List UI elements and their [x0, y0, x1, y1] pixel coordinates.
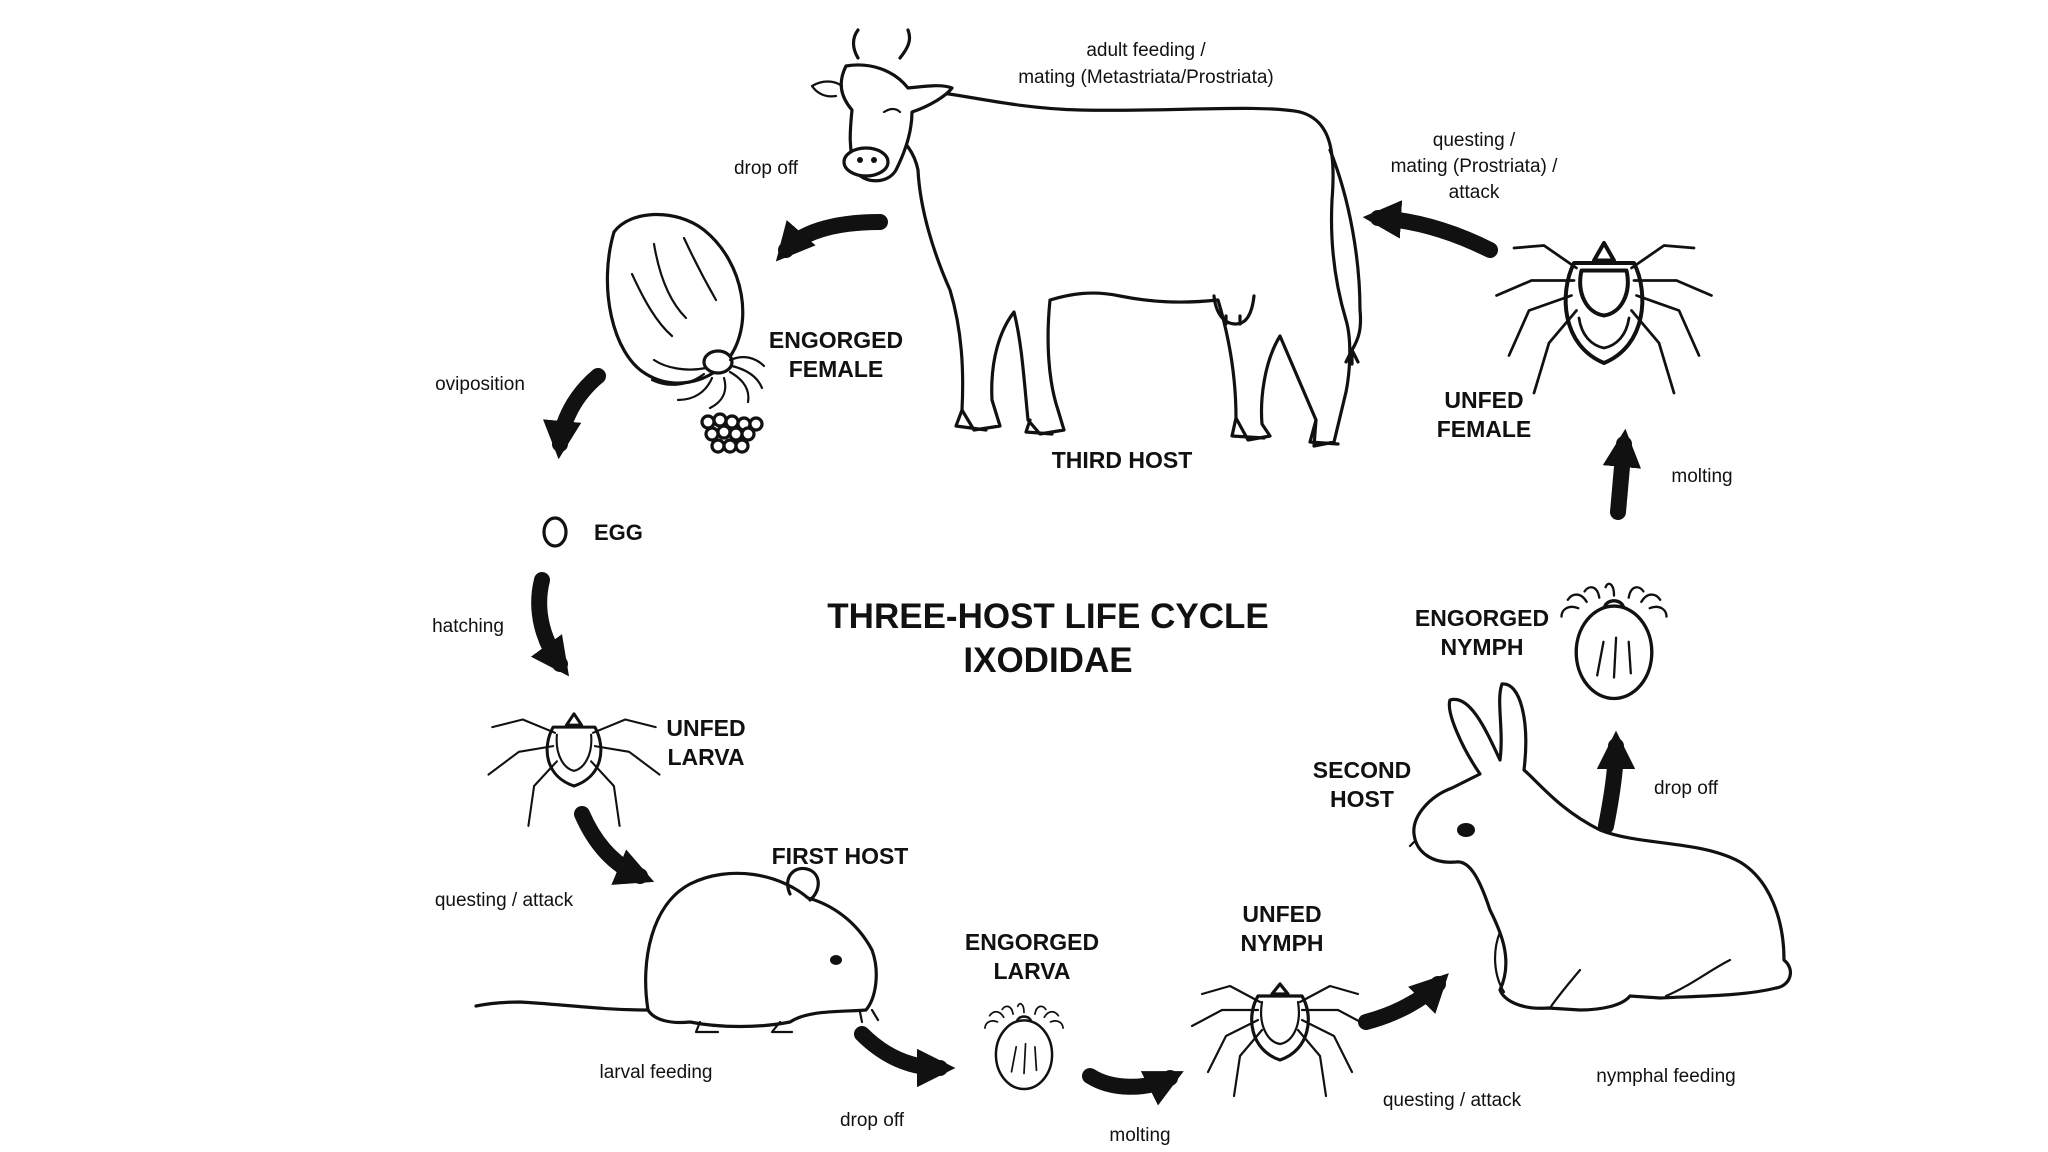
hatching-label: hatching	[432, 616, 504, 637]
arrow-questing-larva	[574, 806, 655, 885]
drop-off-female-label: drop off	[734, 158, 799, 179]
adult-feeding-label-line1: adult feeding /	[1086, 40, 1206, 61]
arrow-molting-larva	[1082, 1068, 1184, 1106]
nymphal-feeding-label: nymphal feeding	[1596, 1066, 1735, 1087]
diagram-title-line1: THREE-HOST LIFE CYCLE	[827, 597, 1268, 636]
rabbit-icon	[1408, 682, 1793, 1012]
questing-adult-label-line1: questing /	[1433, 130, 1516, 151]
cycle-arrows	[530, 200, 1642, 1106]
third-host-label: THIRD HOST	[1052, 447, 1193, 473]
adult-feeding-label-line2: mating (Metastriata/Prostriata)	[1018, 67, 1274, 88]
larval-feeding-label: larval feeding	[599, 1062, 712, 1083]
molting-larva-label: molting	[1109, 1125, 1170, 1146]
questing-larva-label: questing / attack	[435, 890, 574, 911]
diagram-title-line2: IXODIDAE	[963, 641, 1132, 680]
engorged-nymph-label-line1: ENGORGED	[1415, 605, 1549, 631]
unfed-nymph-label-line2: NYMPH	[1240, 930, 1323, 956]
drop-off-larva-label: drop off	[840, 1110, 905, 1131]
arrow-drop-off-larva	[854, 1026, 956, 1088]
unfed-larva-tick-icon	[487, 712, 661, 827]
questing-adult-label-line2: mating (Prostriata) /	[1391, 156, 1559, 177]
questing-adult-label-line3: attack	[1449, 182, 1500, 203]
arrow-oviposition	[542, 368, 606, 460]
unfed-female-tick-icon	[1495, 241, 1713, 395]
engorged-nymph-tick-icon	[1559, 582, 1669, 701]
second-host-label-line2: HOST	[1330, 786, 1394, 812]
engorged-female-label-line2: FEMALE	[789, 356, 884, 382]
egg-mass-icon	[700, 412, 764, 454]
unfed-female-label-line1: UNFED	[1444, 387, 1523, 413]
arrow-questing-adult	[1362, 200, 1498, 258]
second-host-label-line1: SECOND	[1313, 757, 1411, 783]
first-host-label: FIRST HOST	[772, 843, 909, 869]
mouse-icon	[474, 866, 880, 1034]
questing-nymph-label: questing / attack	[1383, 1090, 1522, 1111]
engorged-female-label-line1: ENGORGED	[769, 327, 903, 353]
arrow-drop-off-nymph	[1596, 730, 1636, 834]
unfed-larva-label-line2: LARVA	[667, 744, 744, 770]
unfed-larva-label-line1: UNFED	[666, 715, 745, 741]
arrow-hatching	[530, 572, 570, 677]
egg-label: EGG	[594, 520, 643, 545]
arrow-questing-nymph	[1358, 973, 1449, 1030]
molting-nymph-label: molting	[1671, 466, 1732, 487]
engorged-larva-tick-icon	[983, 1002, 1065, 1091]
unfed-nymph-tick-icon	[1190, 982, 1370, 1098]
egg-icon	[542, 516, 568, 548]
oviposition-label: oviposition	[435, 374, 525, 395]
engorged-female-tick-icon	[605, 212, 766, 410]
arrow-drop-off-female	[775, 214, 888, 262]
engorged-larva-label-line1: ENGORGED	[965, 929, 1099, 955]
arrow-molting-nymph	[1602, 428, 1642, 520]
unfed-nymph-label-line1: UNFED	[1242, 901, 1321, 927]
engorged-nymph-label-line2: NYMPH	[1440, 634, 1523, 660]
cow-icon	[810, 28, 1363, 448]
engorged-larva-label-line2: LARVA	[993, 958, 1070, 984]
drop-off-nymph-label: drop off	[1654, 778, 1719, 799]
unfed-female-label-line2: FEMALE	[1437, 416, 1532, 442]
